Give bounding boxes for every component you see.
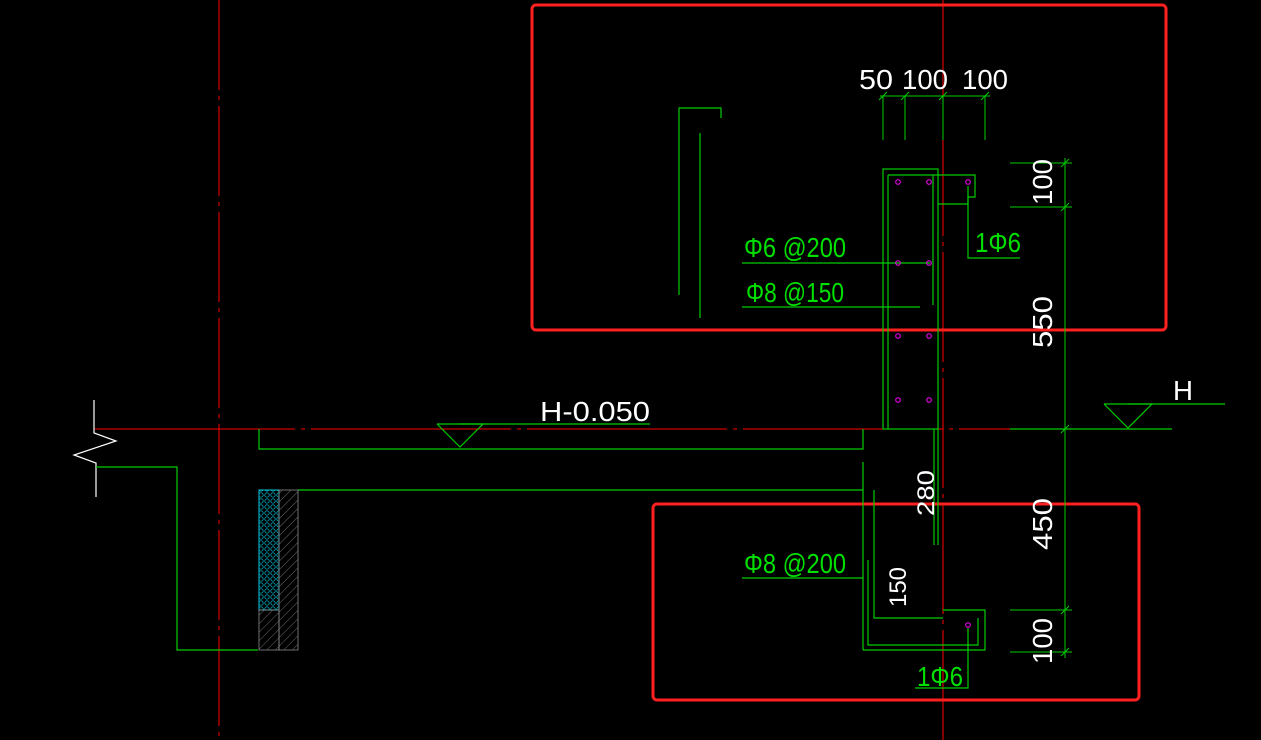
- footing-outline: [863, 609, 986, 651]
- dim-footing-150: 150: [885, 567, 912, 607]
- rebar-dot: [965, 179, 971, 185]
- rebar-dot: [926, 397, 932, 403]
- dim-right-550: 550: [1027, 296, 1058, 348]
- dim-top-100b: 100: [962, 64, 1008, 95]
- dim-top-100a: 100: [902, 64, 948, 95]
- floor-slab-top: [258, 429, 864, 450]
- rebar-dot: [926, 260, 932, 266]
- parapet-outline: [882, 168, 939, 430]
- dimension-texts: 50 100 100 100 550 450 100 280 150 H-0.0…: [540, 64, 1193, 664]
- rebar-dot: [926, 333, 932, 339]
- highlight-box-bottom: [651, 502, 1141, 702]
- label-rebar-bottom: 1Φ6: [917, 661, 963, 692]
- rebar-dot: [926, 179, 932, 185]
- rebar-labels: 1Φ6 Φ6 @200 Φ8 @150 Φ8 @200 1Φ6: [744, 227, 1021, 692]
- dim-top-50: 50: [859, 64, 893, 95]
- dimension-lines: [878, 91, 1072, 658]
- elevation-right-label: H: [1173, 375, 1193, 406]
- rebar-dot: [895, 260, 901, 266]
- break-line: [72, 400, 118, 497]
- label-stirrup-top: Φ6 @200: [744, 232, 846, 263]
- label-vertical-bottom: Φ8 @200: [744, 548, 846, 579]
- rebar-dot: [895, 397, 901, 403]
- label-rebar-top: 1Φ6: [975, 227, 1021, 258]
- left-wall-outline: [96, 466, 258, 651]
- masonry-wall: [278, 489, 299, 651]
- structure-geometry: [96, 107, 1225, 689]
- leader-rebar-top: [967, 186, 1020, 259]
- rebar-dot: [895, 179, 901, 185]
- insulation-layer: [258, 489, 280, 611]
- dim-right-450: 450: [1027, 498, 1058, 550]
- elevation-symbol-floor: [436, 423, 485, 448]
- masonry-base: [258, 609, 280, 651]
- rebar-dot: [895, 333, 901, 339]
- label-vertical-top: Φ8 @150: [746, 277, 844, 308]
- axis-lines: [95, 0, 1170, 740]
- parapet-cap-hook: [888, 174, 976, 205]
- footing-inner: [873, 560, 943, 619]
- section-mark: [678, 107, 722, 295]
- elevation-floor-label: H-0.050: [540, 396, 650, 427]
- highlight-box-top: [530, 3, 1168, 332]
- rebar-dots: [895, 179, 971, 628]
- dim-right-100-bottom: 100: [1027, 618, 1058, 664]
- dim-wall-280: 280: [913, 470, 940, 516]
- elevation-symbol-right: [1103, 403, 1154, 429]
- dim-right-100-top: 100: [1027, 159, 1058, 205]
- rebar-dot: [965, 622, 971, 628]
- leader-rebar-bottom: [915, 628, 969, 689]
- footing-hook: [867, 560, 979, 646]
